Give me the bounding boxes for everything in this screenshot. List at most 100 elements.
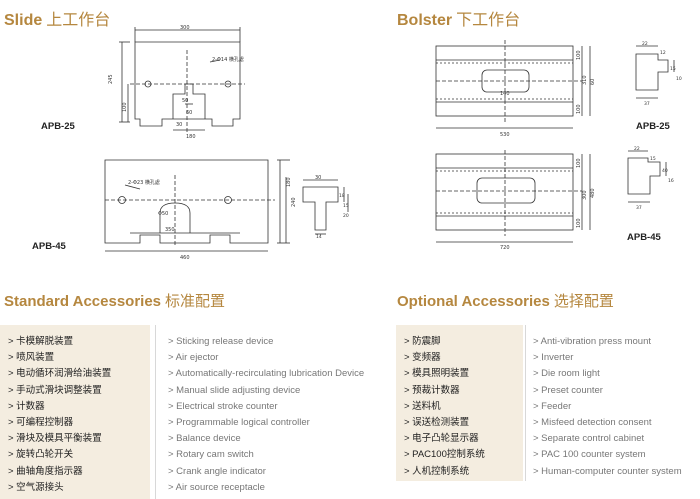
list-item: > 电动循环润滑给油装置 <box>8 368 112 380</box>
apb45-tslot-drawing: 22 15 37 40 16 <box>627 146 674 210</box>
dim-180-slide45: 180 <box>286 177 292 187</box>
list-item: > Rotary cam switch <box>168 449 254 461</box>
dim-100: 100 <box>122 102 128 112</box>
optional-divider <box>525 325 526 481</box>
list-item: > Human-computer counter system <box>533 465 682 477</box>
t45-dim-15: 15 <box>650 156 656 162</box>
dim-240: 240 <box>291 197 297 207</box>
list-item: > Balance device <box>168 433 241 445</box>
optional-zh-panel: > 防震脚 > 变频器 > 模具照明装置 > 预裁计数器 > 送料机 > 误送检… <box>396 325 523 481</box>
t45-dim-37: 37 <box>636 205 642 210</box>
optional-title-en: Optional Accessories <box>397 293 550 310</box>
list-item: > Anti-vibration press mount <box>533 336 652 347</box>
t25-dim-10: 10 <box>676 76 682 82</box>
dim-100b: 100 <box>576 104 582 114</box>
apb25-slide-drawing: 300 245 100 180 50 60 30 2-Φ14 横孔處 <box>108 25 245 140</box>
list-item: > Air ejector <box>168 352 219 364</box>
dim-460: 460 <box>180 255 190 260</box>
list-item: > 预裁计数器 <box>404 384 460 396</box>
list-item: > Crank angle indicator <box>168 465 266 477</box>
list-item: > 电子凸轮显示器 <box>404 433 479 445</box>
t25-dim-22: 22 <box>642 41 648 47</box>
bolster-title-en: Bolster <box>397 12 453 29</box>
dim-100b-45: 100 <box>576 218 582 228</box>
dim-530: 530 <box>500 132 510 138</box>
t25-dim-12: 12 <box>660 50 666 56</box>
dim-720: 720 <box>500 245 510 250</box>
apb45-slide-model: APB-45 <box>32 241 66 252</box>
optional-zh-list: > 防震脚 > 变频器 > 模具照明装置 > 预裁计数器 > 送料机 > 误送检… <box>396 325 523 480</box>
standard-zh-list: > 卡模解脱装置 > 喷风装置 > 电动循环润滑给油装置 > 手动式滑块调整装置… <box>0 325 150 496</box>
list-item: > Inverter <box>533 352 574 364</box>
tslot-dim-15: 15 <box>343 203 349 209</box>
dim-phi50: Φ50 <box>158 211 168 217</box>
dim-100-45: 100 <box>576 158 582 168</box>
dim-300: 300 <box>582 190 588 200</box>
t45-dim-40: 40 <box>662 168 668 174</box>
list-item: > 喷风装置 <box>8 352 55 364</box>
list-item: > 旋转凸轮开关 <box>8 449 74 461</box>
standard-zh-panel: > 卡模解脱装置 > 喷风装置 > 电动循环润滑给油装置 > 手动式滑块调整装置… <box>0 325 150 499</box>
slide-title-en: Slide <box>4 12 43 29</box>
list-item: > Misfeed detection consent <box>533 416 652 428</box>
apb45-slide-drawing: 180 240 350 460 Φ50 2-Φ23 横孔處 <box>104 159 297 260</box>
t45-dim-16: 16 <box>668 178 674 184</box>
list-item: > 防震脚 <box>404 336 441 347</box>
apb45-bolster-model: APB-45 <box>627 232 661 243</box>
list-item: > Preset counter <box>533 384 603 396</box>
list-item: > 人机控制系统 <box>404 465 470 477</box>
optional-en-list: > Anti-vibration press mount > Inverter … <box>533 334 682 480</box>
hole-note: 2-Φ14 横孔處 <box>212 56 244 63</box>
dim-50: 50 <box>182 98 188 104</box>
tslot-dim-30: 30 <box>315 175 321 181</box>
standard-title-zh: 标准配置 <box>165 293 226 310</box>
list-item: > 可编程控制器 <box>8 416 74 428</box>
hole-note-45: 2-Φ23 横孔處 <box>128 179 160 186</box>
apb25-bolster-model: APB-25 <box>636 121 670 132</box>
list-item: > Feeder <box>533 400 572 412</box>
list-item: > Sticking release device <box>168 336 274 347</box>
list-item: > 滑块及模具平衡装置 <box>8 433 102 445</box>
t25-dim-15: 15 <box>670 66 676 72</box>
list-item: > Air source receptacle <box>168 481 265 493</box>
dim-300: 300 <box>180 25 190 31</box>
slide-title-zh: 上工作台 <box>46 12 111 29</box>
slide-tslot-drawing: 30 18 15 20 14 <box>302 175 349 238</box>
list-item: > 模具照明装置 <box>404 368 470 380</box>
tslot-dim-14: 14 <box>316 234 322 238</box>
list-item: > 误送检测装置 <box>404 416 470 428</box>
t45-dim-22: 22 <box>634 146 640 152</box>
bolster-title-zh: 下工作台 <box>456 12 521 29</box>
tslot-dim-20: 20 <box>343 213 349 219</box>
dim-60b: 60 <box>590 79 596 85</box>
list-item: > Die room light <box>533 368 600 380</box>
dim-350: 350 <box>165 227 175 233</box>
dim-60: 60 <box>186 110 192 116</box>
list-item: > Electrical stroke counter <box>168 400 278 412</box>
apb25-bolster-drawing: 530 310 100 100 140 60 <box>435 40 596 138</box>
dim-180: 180 <box>186 134 196 140</box>
dim-140: 140 <box>500 91 510 97</box>
standard-en-list: > Sticking release device > Air ejector … <box>168 334 364 496</box>
list-item: > PAC 100 counter system <box>533 449 646 461</box>
list-item: > 变频器 <box>404 352 441 364</box>
apb45-bolster-drawing: 720 100 300 480 100 <box>435 150 596 250</box>
tslot-dim-18: 18 <box>339 193 345 199</box>
dim-30: 30 <box>176 122 182 128</box>
list-item: > 送料机 <box>404 400 441 412</box>
list-item: > 计数器 <box>8 400 45 412</box>
list-item: > Automatically-recirculating lubricatio… <box>168 368 365 380</box>
dim-310: 310 <box>582 75 588 85</box>
list-item: > 卡模解脱装置 <box>8 336 74 347</box>
dim-245: 245 <box>108 74 114 84</box>
list-item: > Manual slide adjusting device <box>168 384 301 396</box>
list-item: > Programmable logical controller <box>168 416 310 428</box>
apb25-tslot-drawing: 22 12 37 15 10 <box>635 41 682 106</box>
dim-100a: 100 <box>576 50 582 60</box>
dim-480: 480 <box>590 188 596 198</box>
t25-dim-37: 37 <box>644 101 650 106</box>
